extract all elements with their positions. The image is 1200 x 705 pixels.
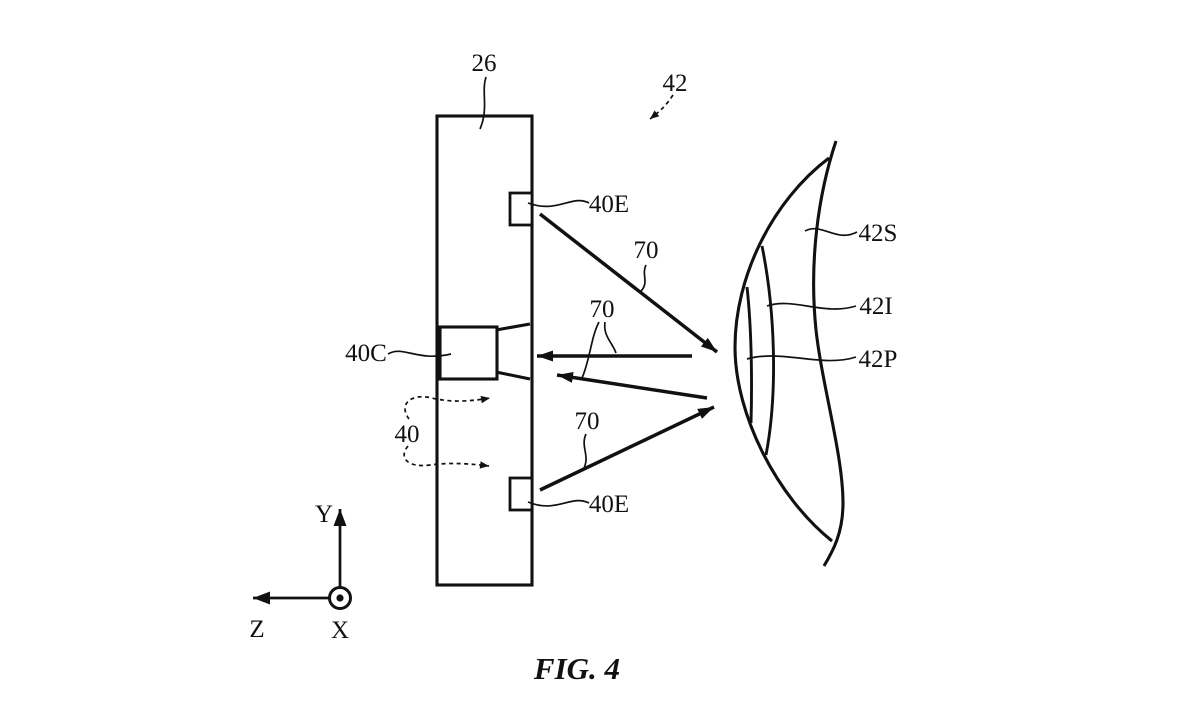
x-axis-origin-dot [336, 594, 344, 602]
label-y-axis: Y [315, 501, 333, 528]
ray-emitter-top-to-eye [538, 212, 719, 354]
module-arrow-bottom [403, 445, 490, 469]
leader-ray-top [639, 264, 647, 293]
emitter-top-square [508, 191, 534, 227]
label-x-axis: X [331, 617, 349, 644]
camera-box [438, 325, 499, 381]
leader-eye-pupil [746, 355, 857, 362]
emitter-bottom-square [508, 476, 534, 512]
camera-cone-top-line [495, 322, 531, 332]
label-ray-top: 70 [634, 237, 659, 264]
eye-pupil-curve [745, 286, 753, 424]
label-eye-surface: 42S [859, 220, 898, 247]
label-eye: 42 [663, 70, 688, 97]
leader-emitter-bottom [527, 499, 590, 507]
label-emitter-bottom: 40E [589, 491, 629, 518]
ray-emitter-bottom-to-eye [539, 405, 715, 492]
leader-ray-bottom [582, 433, 587, 471]
ray-eye-to-camera-slanted [556, 371, 708, 400]
leader-camera [387, 350, 452, 358]
figure-caption: FIG. 4 [533, 651, 620, 686]
label-z-axis: Z [249, 616, 264, 643]
label-camera: 40C [345, 340, 387, 367]
leader-eye-dashed [649, 94, 674, 120]
label-display-panel: 26 [472, 50, 497, 77]
label-emitter-top: 40E [589, 191, 629, 218]
eye-iris-curve [760, 245, 775, 456]
leader-ray-middle-horizontal [603, 321, 617, 354]
leader-ray-middle-slanted [581, 321, 600, 379]
eye-surface-curve [812, 140, 845, 567]
leader-emitter-top [527, 199, 590, 208]
leader-eye-iris [766, 302, 857, 310]
label-eye-iris: 42I [859, 293, 892, 320]
label-ray-middle: 70 [590, 296, 615, 323]
leader-display-panel [479, 76, 487, 130]
label-eye-pupil: 42P [859, 346, 898, 373]
eye-front-curve [733, 156, 833, 543]
leader-eye-surface [804, 227, 858, 237]
label-ray-bottom: 70 [575, 408, 600, 435]
label-gaze-module: 40 [395, 421, 420, 448]
camera-cone-bottom-line [495, 370, 531, 381]
